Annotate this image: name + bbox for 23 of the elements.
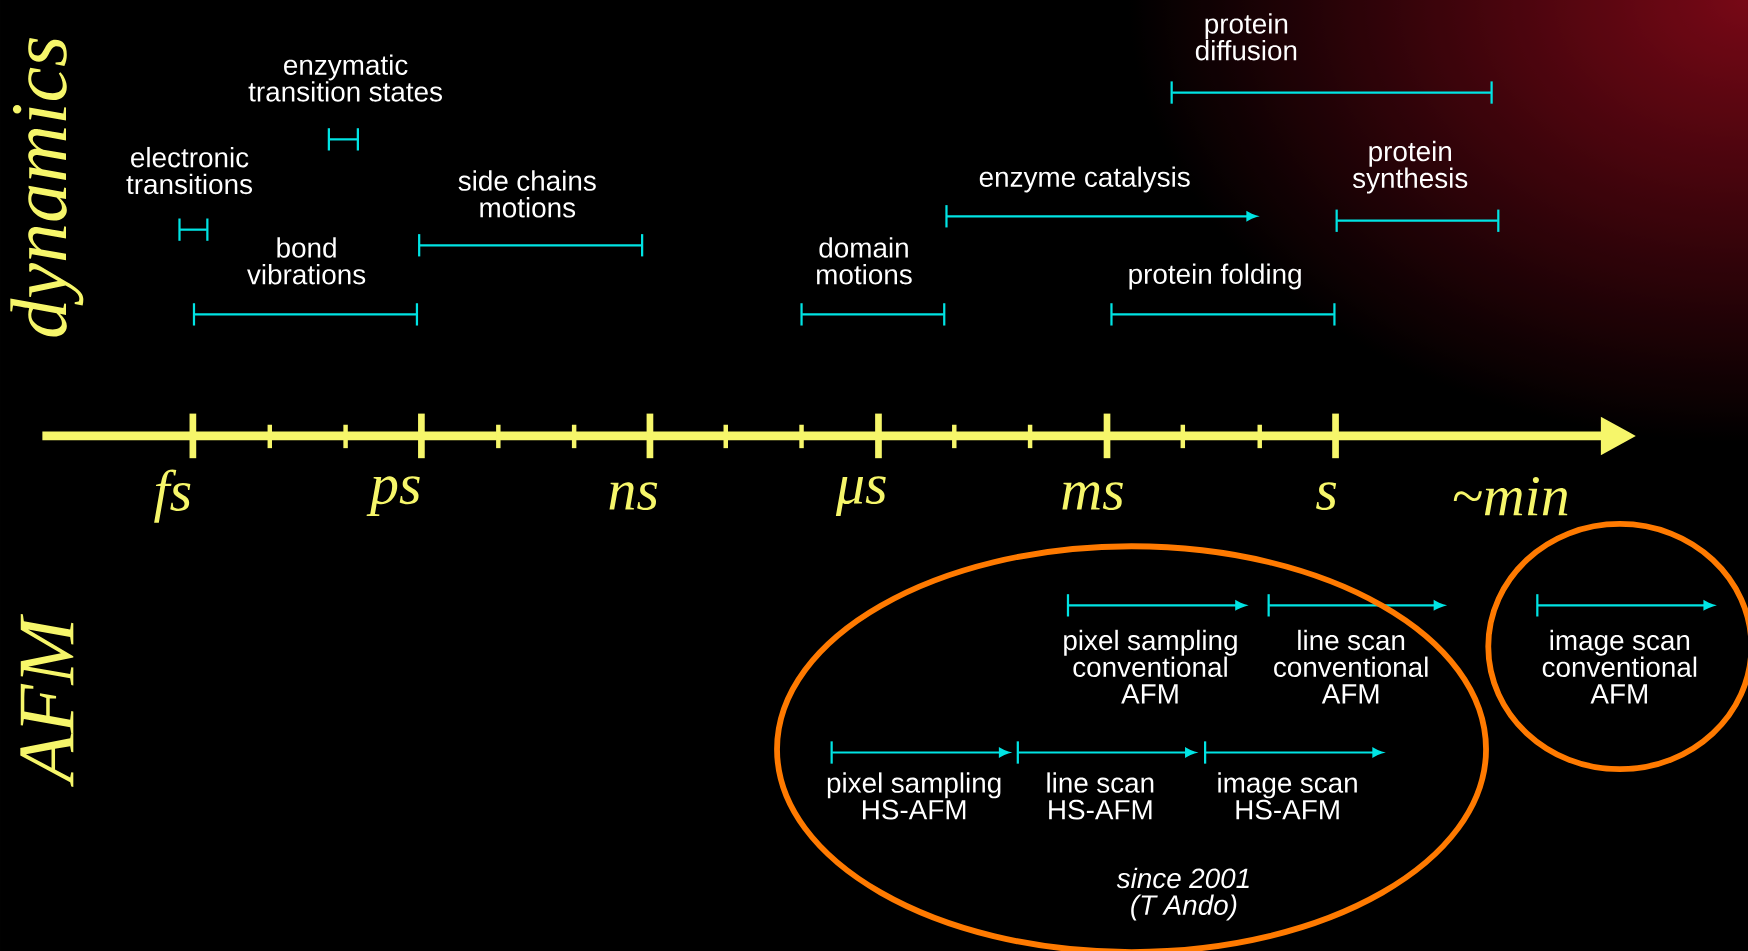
axis-label: ~min xyxy=(1453,476,1568,516)
timescale-label: protein diffusion xyxy=(1195,13,1297,61)
timescale-label: protein synthesis xyxy=(1352,140,1468,194)
timescale-label: electronic transitions xyxy=(126,147,252,195)
scan-label: image scan HS-AFM xyxy=(1218,772,1357,820)
side-title: AFM xyxy=(20,614,74,787)
note-text: since 2001 (T Ando) xyxy=(1116,867,1249,921)
timescale-label: side chains motions xyxy=(458,170,596,218)
scan-label: line scan HS-AFM xyxy=(1047,772,1154,820)
axis-label: ns xyxy=(609,482,658,511)
axis-label: s xyxy=(1316,482,1337,511)
scan-label: line scan conventional AFM xyxy=(1274,629,1428,704)
scan-label: image scan conventional AFM xyxy=(1542,629,1697,704)
timescale-label: domain motions xyxy=(817,237,912,285)
scan-label: pixel sampling HS-AFM xyxy=(827,772,1001,820)
side-title: dynamics xyxy=(10,38,84,337)
axis-label: fs xyxy=(154,469,191,523)
timescale-label: enzyme catalysis xyxy=(979,166,1190,193)
timescale-label: protein folding xyxy=(1129,263,1301,290)
timescale-label: bond vibrations xyxy=(247,237,366,285)
timescale-label: enzymatic transition states xyxy=(248,54,442,102)
axis-label: ps xyxy=(366,476,420,516)
scan-label: pixel sampling conventional AFM xyxy=(1064,629,1237,704)
